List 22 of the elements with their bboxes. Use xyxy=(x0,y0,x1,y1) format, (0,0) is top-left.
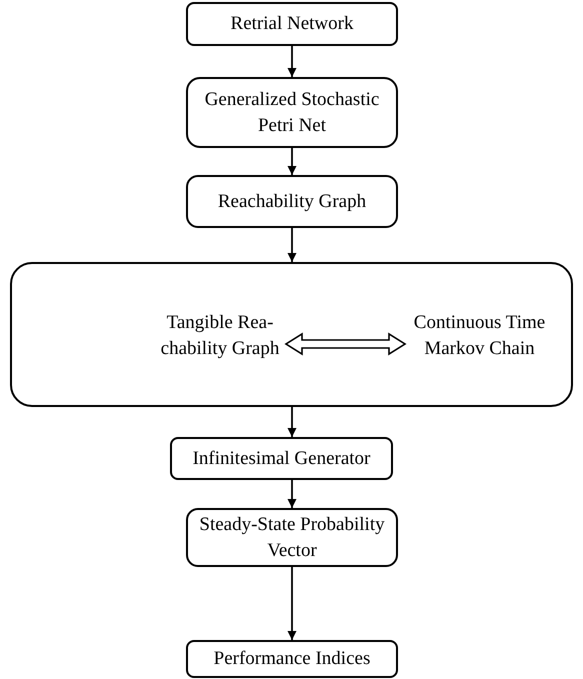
node-label: Tangible Rea- chability Graph xyxy=(150,298,290,374)
arrow xyxy=(288,480,296,508)
arrow xyxy=(288,148,296,175)
node-label: Continuous Time Markov Chain xyxy=(397,298,562,374)
process-box xyxy=(186,640,398,678)
process-box xyxy=(186,77,398,148)
box-label: Retrial Network xyxy=(230,12,354,36)
arrow xyxy=(288,407,296,437)
arrow xyxy=(288,46,296,77)
double-arrow xyxy=(284,332,406,356)
box-label: Performance Indices xyxy=(214,647,370,672)
process-box xyxy=(186,175,398,228)
process-box xyxy=(186,508,398,567)
group-box xyxy=(10,262,573,407)
process-box xyxy=(186,2,398,46)
process-box xyxy=(170,437,393,480)
box-label: Infinitesimal Generator xyxy=(192,446,370,471)
arrow xyxy=(288,567,296,640)
arrow xyxy=(288,228,296,262)
box-label: Generalized Stochastic Petri Net xyxy=(204,88,380,138)
box-label: Steady-State Probability Vector xyxy=(198,512,386,562)
box-label: Reachability Graph xyxy=(218,190,366,214)
